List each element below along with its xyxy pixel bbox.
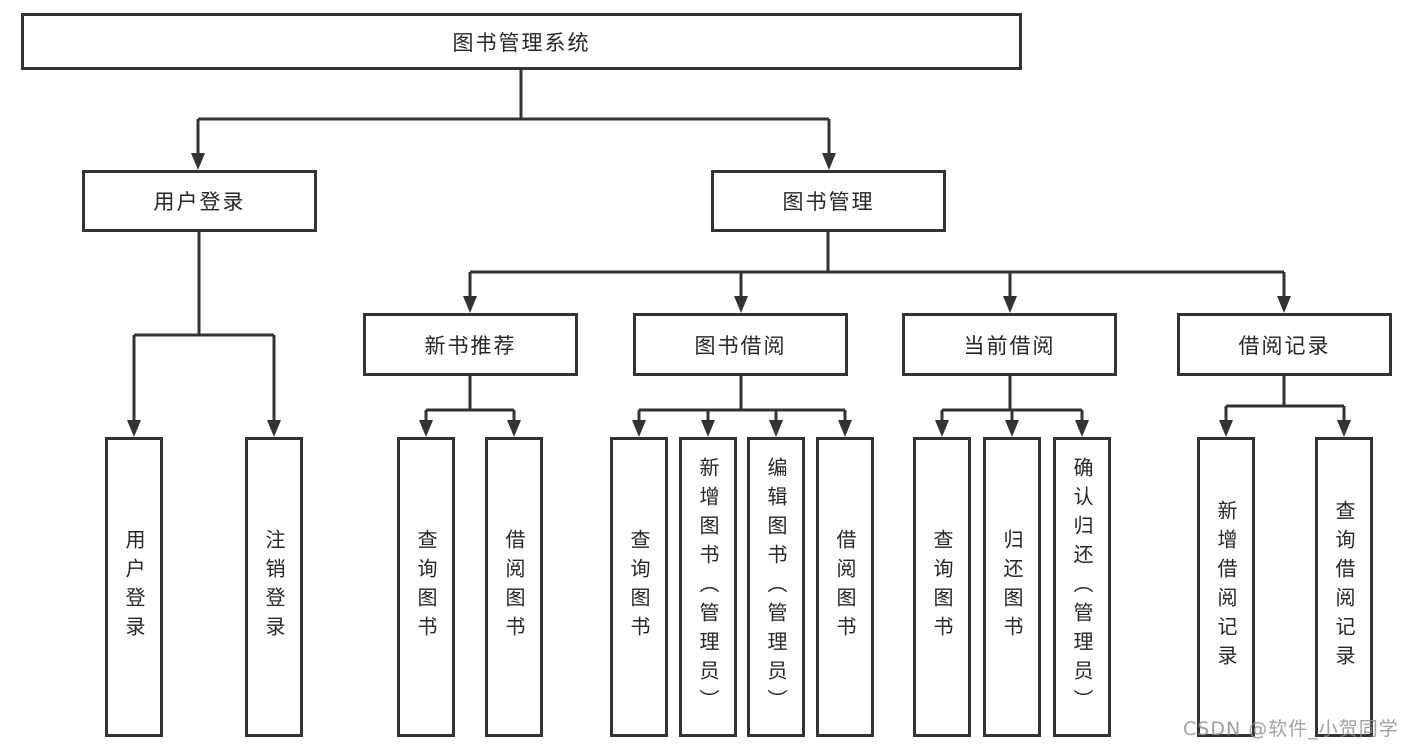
node-leaf-add-books-admin: 新增图书（管理员） xyxy=(679,437,737,737)
node-leaf-return-books: 归还图书 xyxy=(983,437,1041,737)
node-leaf-user-login-label: 用户登录 xyxy=(122,529,146,645)
node-book-management-label: 图书管理 xyxy=(782,190,875,214)
node-leaf-confirm-return-admin: 确认归还（管理员） xyxy=(1053,437,1111,737)
arrow-down-icon xyxy=(1075,420,1089,437)
node-leaf-user-login: 用户登录 xyxy=(105,437,163,737)
connector-root-to-level2 xyxy=(191,70,836,170)
node-leaf-query-borrow-record: 查询借阅记录 xyxy=(1315,437,1373,737)
node-book-borrow-label: 图书借阅 xyxy=(694,333,787,358)
node-borrow-records: 借阅记录 xyxy=(1177,313,1392,376)
node-leaf-query-books-borrow-label: 查询图书 xyxy=(627,529,651,645)
node-leaf-confirm-return-admin-label: 确认归还（管理员） xyxy=(1070,456,1094,718)
node-borrow-records-label: 借阅记录 xyxy=(1238,333,1331,358)
arrow-down-icon xyxy=(191,153,205,170)
node-leaf-query-borrow-record-label: 查询借阅记录 xyxy=(1332,500,1356,674)
node-leaf-edit-books-admin: 编辑图书（管理员） xyxy=(747,437,805,737)
arrow-down-icon xyxy=(769,420,783,437)
node-leaf-borrow-books-recommend-label: 借阅图书 xyxy=(502,529,526,645)
node-book-borrow: 图书借阅 xyxy=(633,313,848,376)
node-leaf-query-books-recommend: 查询图书 xyxy=(397,437,455,737)
connector-user-login-children xyxy=(127,232,281,437)
node-leaf-return-books-label: 归还图书 xyxy=(1000,529,1024,645)
node-user-login: 用户登录 xyxy=(82,170,317,232)
node-leaf-logout: 注销登录 xyxy=(245,437,303,737)
arrow-down-icon xyxy=(419,420,433,437)
arrow-down-icon xyxy=(507,420,521,437)
node-leaf-query-books-current-label: 查询图书 xyxy=(930,529,954,645)
arrow-down-icon xyxy=(632,420,646,437)
node-current-borrow-label: 当前借阅 xyxy=(963,333,1056,358)
arrow-down-icon xyxy=(127,420,141,437)
node-user-login-label: 用户登录 xyxy=(153,190,246,214)
csdn-watermark: CSDN @软件_小贺同学 xyxy=(1183,718,1399,740)
arrow-down-icon xyxy=(838,420,852,437)
node-leaf-edit-books-admin-label: 编辑图书（管理员） xyxy=(764,456,788,718)
node-leaf-query-books-current: 查询图书 xyxy=(913,437,971,737)
node-book-management: 图书管理 xyxy=(711,170,946,232)
connector-borrow-records-children xyxy=(1219,376,1351,437)
node-leaf-add-borrow-record: 新增借阅记录 xyxy=(1197,437,1255,737)
arrow-down-icon xyxy=(701,420,715,437)
node-leaf-borrow-books: 借阅图书 xyxy=(816,437,874,737)
arrow-down-icon xyxy=(1005,420,1019,437)
node-leaf-query-books-borrow: 查询图书 xyxy=(610,437,668,737)
node-leaf-add-borrow-record-label: 新增借阅记录 xyxy=(1214,500,1238,674)
node-new-book-recommend-label: 新书推荐 xyxy=(424,333,517,358)
arrow-down-icon xyxy=(734,296,748,313)
node-root: 图书管理系统 xyxy=(21,13,1022,70)
node-new-book-recommend: 新书推荐 xyxy=(363,313,578,376)
node-leaf-query-books-recommend-label: 查询图书 xyxy=(414,529,438,645)
arrow-down-icon xyxy=(1337,420,1351,437)
arrow-down-icon xyxy=(935,420,949,437)
arrow-down-icon xyxy=(822,153,836,170)
connector-current-borrow-children xyxy=(935,376,1089,437)
arrow-down-icon xyxy=(463,296,477,313)
node-current-borrow: 当前借阅 xyxy=(902,313,1117,376)
arrow-down-icon xyxy=(1277,296,1291,313)
connector-book-management-children xyxy=(463,232,1291,313)
arrow-down-icon xyxy=(1219,420,1233,437)
arrow-down-icon xyxy=(267,420,281,437)
node-leaf-borrow-books-label: 借阅图书 xyxy=(833,529,857,645)
node-leaf-borrow-books-recommend: 借阅图书 xyxy=(485,437,543,737)
node-leaf-logout-label: 注销登录 xyxy=(262,529,286,645)
node-root-label: 图书管理系统 xyxy=(452,30,591,55)
connector-book-borrow-children xyxy=(632,376,852,437)
node-leaf-add-books-admin-label: 新增图书（管理员） xyxy=(696,456,720,718)
arrow-down-icon xyxy=(1003,296,1017,313)
connector-new-book-children xyxy=(419,376,521,437)
